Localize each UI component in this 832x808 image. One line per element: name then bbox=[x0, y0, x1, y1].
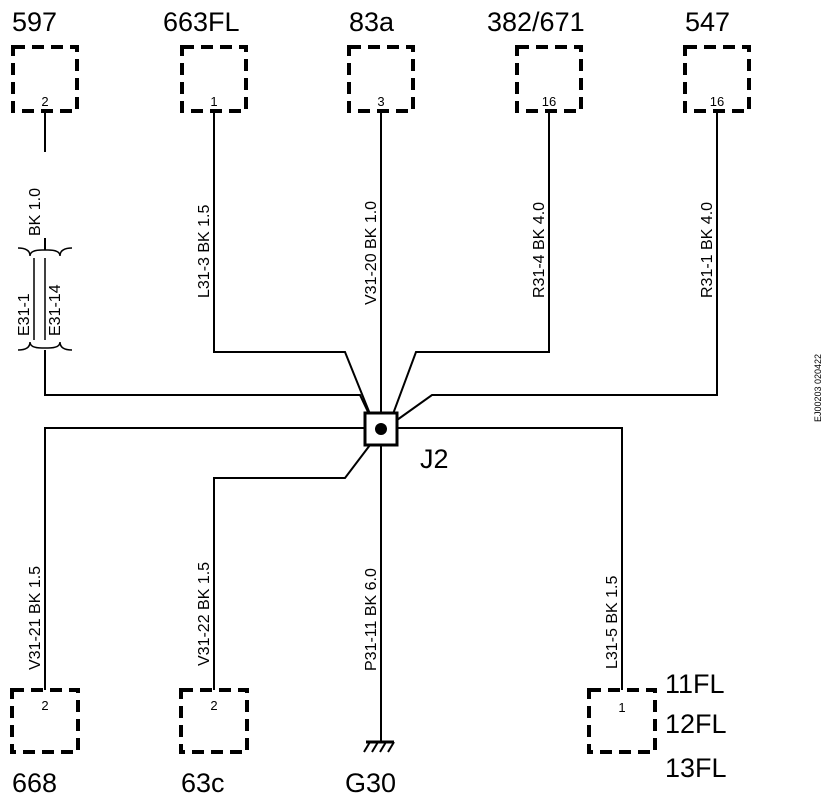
connector-547: 547 16 bbox=[683, 7, 751, 113]
connector-63c-pin: 2 bbox=[210, 698, 217, 713]
bracket-top bbox=[17, 247, 73, 257]
connector-668-pin: 2 bbox=[41, 698, 48, 713]
wire-label-663fl: L31-3 BK 1.5 bbox=[196, 205, 213, 299]
connector-668-body bbox=[10, 688, 80, 754]
wire-663fl bbox=[213, 111, 371, 415]
wire-11fl bbox=[397, 427, 623, 690]
option-b-label: E31-14 bbox=[47, 284, 64, 336]
wire-label-547: R31-1 BK 4.0 bbox=[699, 202, 716, 298]
wire-label-668: V31-21 BK 1.5 bbox=[27, 566, 44, 670]
label-backdrop bbox=[36, 152, 54, 238]
connector-597-pin: 2 bbox=[41, 94, 48, 109]
connector-83a-label: 83a bbox=[349, 7, 395, 37]
connector-11fl: 1 11FL 12FL 13FL bbox=[587, 669, 727, 783]
connector-11fl-label-2: 12FL bbox=[665, 709, 727, 739]
connector-597-label: 597 bbox=[12, 7, 57, 37]
label-backdrop bbox=[195, 148, 213, 298]
splice-label: J2 bbox=[420, 444, 449, 474]
connector-663fl-label: 663FL bbox=[163, 7, 240, 37]
wire-668 bbox=[44, 427, 365, 690]
wire-label-g30: P31-11 BK 6.0 bbox=[363, 568, 380, 671]
label-backdrop bbox=[603, 525, 621, 670]
connector-547-pin: 16 bbox=[710, 94, 724, 109]
connector-668-label: 668 bbox=[12, 768, 57, 798]
wire-label-83a: V31-20 BK 1.0 bbox=[363, 201, 380, 305]
connector-668: 2 668 bbox=[10, 688, 80, 798]
ground-hatch bbox=[387, 741, 395, 753]
connector-11fl-body bbox=[587, 688, 657, 754]
connector-11fl-pin: 1 bbox=[618, 700, 625, 715]
connector-83a: 83a 3 bbox=[347, 7, 415, 113]
connector-547-label: 547 bbox=[685, 7, 730, 37]
wire-label-597-text: BK 1.0 bbox=[27, 188, 44, 236]
connector-63c-label: 63c bbox=[181, 768, 225, 798]
wire-382-671 bbox=[392, 111, 550, 415]
bracket-bottom bbox=[17, 341, 73, 351]
label-backdrop bbox=[362, 512, 380, 674]
connector-63c: 2 63c bbox=[179, 688, 249, 798]
ground-label: G30 bbox=[345, 768, 396, 798]
ground-hatch bbox=[371, 741, 379, 753]
label-backdrop bbox=[195, 505, 213, 667]
option-a-label: E31-1 bbox=[16, 293, 33, 336]
wire-label-382-671: R31-4 BK 4.0 bbox=[531, 202, 548, 298]
connector-663fl-pin: 1 bbox=[210, 94, 217, 109]
option-backdrop bbox=[14, 250, 74, 350]
splice-j2: J2 bbox=[363, 411, 449, 474]
wire-label-11fl: L31-5 BK 1.5 bbox=[604, 576, 621, 670]
ground-g30: G30 bbox=[345, 740, 396, 798]
ground-hatch bbox=[363, 741, 371, 753]
connector-597: 597 2 bbox=[11, 7, 79, 113]
connector-663fl: 663FL 1 bbox=[163, 7, 248, 113]
splice-dot bbox=[375, 423, 387, 435]
connector-382-671: 382/671 16 bbox=[487, 7, 585, 113]
connector-83a-pin: 3 bbox=[377, 94, 384, 109]
wire-label-63c: V31-22 BK 1.5 bbox=[196, 562, 213, 666]
wire-63c bbox=[213, 444, 371, 690]
connector-382-671-label: 382/671 bbox=[487, 7, 585, 37]
wire-547 bbox=[396, 111, 718, 421]
label-backdrop bbox=[362, 148, 380, 306]
label-backdrop bbox=[698, 148, 716, 298]
option-bracket: E31-1 E31-14 bbox=[14, 247, 74, 351]
label-backdrop bbox=[26, 512, 44, 672]
ground-hatch bbox=[379, 741, 387, 753]
diagram-code: EJ00203 020422 bbox=[813, 354, 823, 422]
connector-11fl-label-3: 13FL bbox=[665, 753, 727, 783]
label-backdrop bbox=[530, 148, 548, 298]
connector-11fl-label-1: 11FL bbox=[665, 669, 725, 699]
connector-382-671-pin: 16 bbox=[542, 94, 556, 109]
connector-63c-body bbox=[179, 688, 249, 754]
